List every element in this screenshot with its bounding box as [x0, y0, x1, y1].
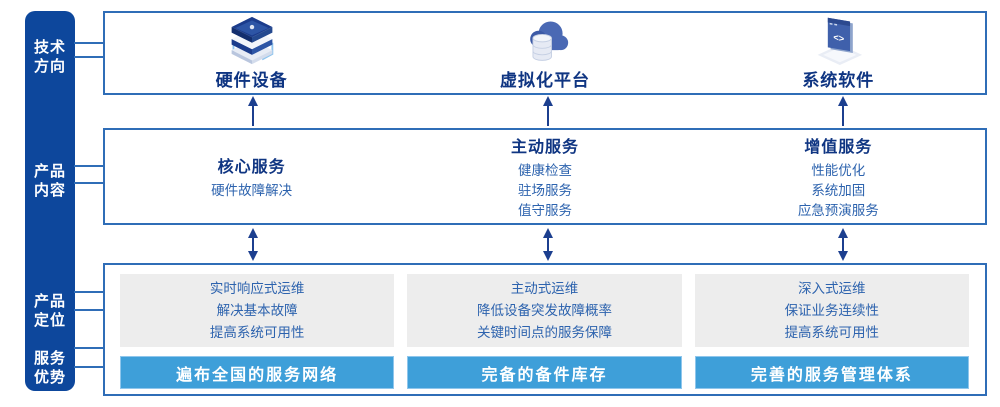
connector-line: [74, 42, 104, 44]
tech-item-software: <> 系统软件: [692, 13, 985, 93]
service-column-title: 主动服务: [510, 138, 579, 156]
tech-item-virtualization: 虚拟化平台: [398, 13, 691, 93]
cloud-database-icon: [530, 21, 569, 61]
tech-item-label: 系统软件: [802, 71, 875, 90]
double-arrow: [541, 228, 555, 261]
sidebar-label-product-content: 产品 内容: [33, 163, 66, 199]
positioning-card: 实时响应式运维 解决基本故障 提高系统可用性: [120, 274, 395, 347]
connector-line: [74, 56, 104, 58]
connector-line: [74, 347, 104, 349]
up-arrow: [836, 96, 850, 127]
positioning-card: 深入式运维 保证业务连续性 提高系统可用性: [694, 274, 969, 347]
sidebar-label-product-position: 产品 定位: [33, 293, 66, 329]
advantage-banner: 遍布全国的服务网络: [120, 356, 395, 389]
positioning-advantage-panel: 实时响应式运维 解决基本故障 提高系统可用性 遍布全国的服务网络 主动式运维 降…: [103, 263, 987, 396]
advantage-banner: 完善的服务管理体系: [694, 356, 969, 389]
service-item: 系统加固: [811, 182, 866, 198]
bottom-column-indepth: 深入式运维 保证业务连续性 提高系统可用性 完善的服务管理体系: [694, 274, 969, 394]
service-column-core: 核心服务 硬件故障解决: [105, 130, 398, 223]
connector-line: [74, 182, 104, 184]
connector-line: [74, 291, 104, 293]
tech-direction-panel: 硬件设备 虚拟化平台: [103, 11, 987, 95]
svg-text:<>: <>: [834, 32, 845, 44]
category-sidebar: 技术 方向 产品 内容 产品 定位 服务 优势: [25, 11, 75, 391]
service-item: 值守服务: [517, 202, 572, 218]
connector-line: [74, 366, 104, 368]
connector-line: [74, 165, 104, 167]
service-item: 应急预演服务: [797, 202, 879, 218]
service-item: 健康检查: [517, 162, 572, 178]
positioning-card: 主动式运维 降低设备突发故障概率 关键时间点的服务保障: [407, 274, 682, 347]
double-arrow: [246, 228, 260, 261]
service-item: 硬件故障解决: [211, 182, 293, 198]
server-stack-icon: [231, 16, 273, 65]
service-column-title: 增值服务: [804, 138, 873, 156]
bottom-column-realtime: 实时响应式运维 解决基本故障 提高系统可用性 遍布全国的服务网络: [120, 274, 395, 394]
bottom-column-proactive: 主动式运维 降低设备突发故障概率 关键时间点的服务保障 完备的备件库存: [407, 274, 682, 394]
sidebar-label-service-advantage: 服务 优势: [33, 350, 66, 386]
service-column-value-added: 增值服务 性能优化 系统加固 应急预演服务: [692, 130, 985, 223]
up-arrow: [246, 96, 260, 127]
tech-item-label: 虚拟化平台: [499, 71, 590, 90]
tech-item-hardware: 硬件设备: [105, 13, 398, 93]
service-column-proactive: 主动服务 健康检查 驻场服务 值守服务: [398, 130, 691, 223]
double-arrow: [836, 228, 850, 261]
code-window-icon: <>: [817, 17, 863, 65]
service-column-title: 核心服务: [217, 158, 286, 176]
tech-item-label: 硬件设备: [215, 71, 288, 90]
service-item: 驻场服务: [517, 182, 572, 198]
up-arrow: [541, 96, 555, 127]
product-content-panel: 核心服务 硬件故障解决 主动服务 健康检查 驻场服务 值守服务 增值服务 性能优…: [103, 128, 987, 225]
advantage-banner: 完备的备件库存: [407, 356, 682, 389]
connector-line: [74, 309, 104, 311]
service-item: 性能优化: [811, 162, 866, 178]
sidebar-label-tech-direction: 技术 方向: [33, 39, 66, 75]
